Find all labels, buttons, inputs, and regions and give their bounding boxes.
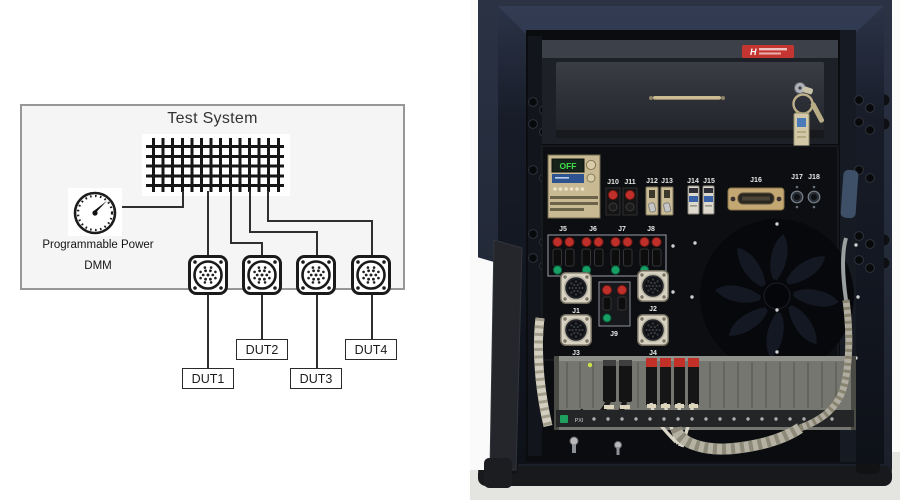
mounting-bolts bbox=[569, 436, 622, 455]
dmm-label-line1: Programmable Power bbox=[42, 239, 154, 251]
main-io-panel: OFF J10 J11 bbox=[541, 145, 860, 373]
label-j12: J12 bbox=[646, 178, 658, 185]
lid-gap bbox=[470, 255, 494, 470]
brand-label: H bbox=[742, 45, 794, 58]
dut1-box: DUT1 bbox=[182, 368, 234, 389]
chassis-label: PXI bbox=[575, 418, 584, 424]
psu-display-text: OFF bbox=[560, 161, 577, 171]
j10-j11-jacks: J10 J11 bbox=[605, 179, 638, 216]
cooling-fan bbox=[700, 219, 854, 373]
ejector-handles bbox=[604, 404, 698, 409]
psu-vents bbox=[550, 196, 598, 211]
wire-dut3 bbox=[316, 293, 318, 369]
wire-stub-dmm bbox=[182, 191, 184, 208]
circular-connector-icon-2 bbox=[242, 255, 282, 295]
dut3-box: DUT3 bbox=[290, 368, 342, 389]
test-rack-photo: H OFF bbox=[470, 0, 900, 500]
power-supply-module: OFF bbox=[547, 154, 601, 219]
label-j2: J2 bbox=[649, 306, 657, 313]
label-j6: J6 bbox=[589, 226, 597, 233]
pxi-chassis: PXI bbox=[554, 356, 856, 448]
case-foot bbox=[484, 458, 512, 488]
label-j8: J8 bbox=[647, 226, 655, 233]
wire-dut1 bbox=[207, 293, 209, 369]
circular-connector-icon-1 bbox=[188, 255, 228, 295]
dmm-gauge-icon bbox=[68, 188, 122, 236]
wire-ch3-v bbox=[249, 191, 251, 233]
wire-ch4-v bbox=[267, 191, 269, 222]
label-j13: J13 bbox=[661, 178, 673, 185]
label-j4: J4 bbox=[649, 350, 657, 357]
label-j5: J5 bbox=[559, 226, 567, 233]
j9-jack-panel: J9 bbox=[598, 281, 631, 338]
wire-ch3-h bbox=[249, 231, 318, 233]
psu-knob-2 bbox=[586, 173, 596, 183]
wire-ch2-v2 bbox=[261, 242, 263, 257]
psu-buttons bbox=[553, 187, 585, 191]
switch-matrix-horizontal-lines bbox=[146, 145, 284, 187]
psu-knob bbox=[585, 159, 597, 171]
wire-ch2-h bbox=[230, 242, 263, 244]
wire-dmm bbox=[122, 206, 184, 208]
label-j16: J16 bbox=[750, 177, 762, 184]
open-lid-edge bbox=[489, 239, 523, 471]
diagram-title: Test System bbox=[167, 110, 258, 127]
case-latch-blue bbox=[840, 169, 859, 219]
dut2-box: DUT2 bbox=[236, 339, 288, 360]
label-j14: J14 bbox=[687, 178, 699, 185]
wire-ch4-h bbox=[267, 220, 373, 222]
j14-j15-breakers: J14 J15 bbox=[687, 178, 715, 215]
j1-j4-connectors: J1 J2 J3 J4 bbox=[560, 270, 669, 357]
wire-ch3-v2 bbox=[316, 231, 318, 257]
brand-logo-letter: H bbox=[750, 47, 757, 57]
label-j7: J7 bbox=[618, 226, 626, 233]
drawer-handle bbox=[649, 96, 725, 100]
wire-dut2 bbox=[261, 293, 263, 340]
label-j10: J10 bbox=[607, 179, 619, 186]
wire-ch4-v2 bbox=[371, 220, 373, 257]
cable-harness bbox=[533, 237, 853, 455]
psu-display bbox=[551, 158, 585, 173]
label-j17: J17 bbox=[791, 174, 803, 181]
label-j3: J3 bbox=[572, 350, 580, 357]
dmm-label-line2: DMM bbox=[84, 260, 112, 272]
dut4-box: DUT4 bbox=[345, 339, 397, 360]
braided-bundle bbox=[670, 423, 804, 455]
wire-ch2-v bbox=[230, 191, 232, 244]
label-j9: J9 bbox=[610, 331, 618, 338]
circular-connector-icon-3 bbox=[296, 255, 336, 295]
wire-dut4 bbox=[371, 293, 373, 340]
label-j18: J18 bbox=[808, 174, 820, 181]
label-j1: J1 bbox=[572, 308, 580, 315]
strip-dots bbox=[592, 417, 834, 421]
j17-j18-connectors: J17 J18 bbox=[790, 174, 821, 209]
j16-dsub-connector: J16 bbox=[727, 177, 785, 211]
j5-j8-binding-posts: J5 J6 J7 J8 bbox=[547, 226, 667, 277]
chassis-led bbox=[587, 362, 593, 368]
label-j15: J15 bbox=[703, 178, 715, 185]
wire-ch1 bbox=[207, 191, 209, 257]
ni-logo-mark-icon bbox=[560, 415, 568, 423]
circular-connector-icon-4 bbox=[351, 255, 391, 295]
storage-drawer: H bbox=[542, 40, 838, 156]
side-cable-upper bbox=[841, 237, 848, 301]
drawer-lock-and-keys bbox=[792, 81, 825, 156]
test-rack-photo-svg: H OFF bbox=[470, 0, 900, 500]
j12-j13-breakers: J12 J13 bbox=[645, 178, 674, 216]
label-j11: J11 bbox=[624, 179, 635, 186]
